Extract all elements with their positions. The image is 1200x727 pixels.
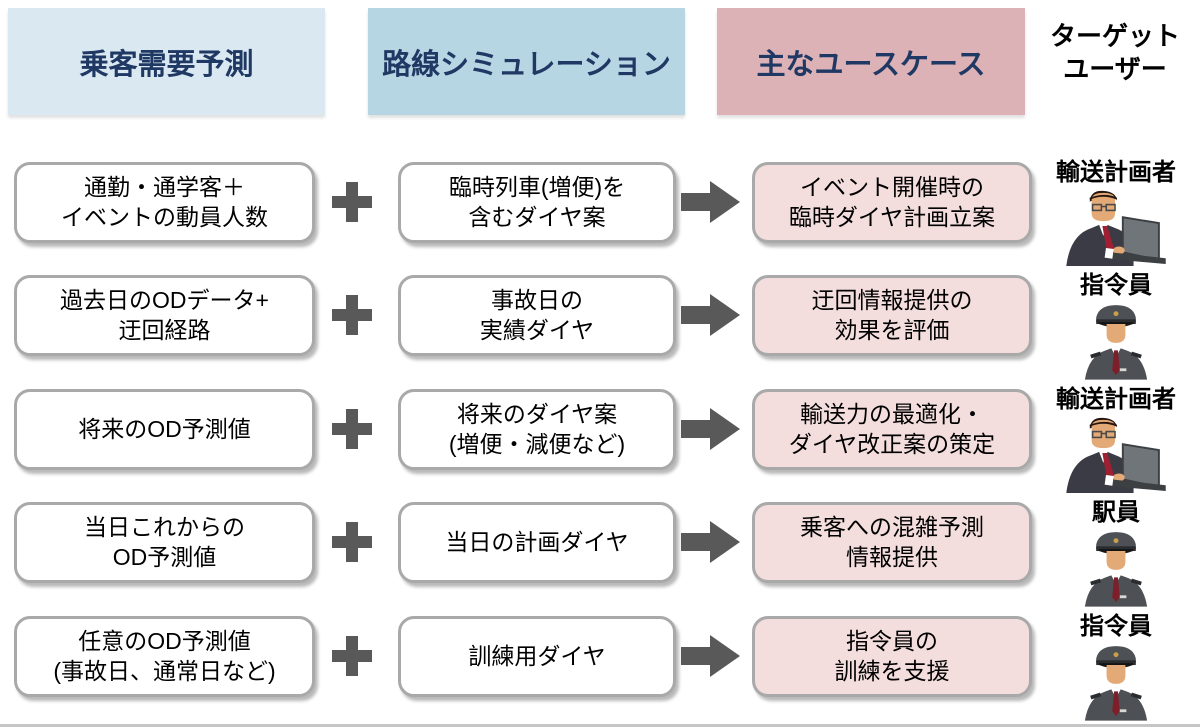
arrow-right-icon <box>681 519 740 565</box>
simulation-box: 当日の計画ダイヤ <box>398 502 676 583</box>
simulation-box: 事故日の 実績ダイヤ <box>398 275 676 356</box>
plus-icon <box>332 182 372 222</box>
demand-text: 当日これからの OD予測値 <box>84 514 245 570</box>
usecase-text: 迂回情報提供の 効果を評価 <box>811 287 973 343</box>
target-user-label: 輸送計画者 <box>1056 386 1176 413</box>
target-user-cell: 輸送計画者 <box>1032 159 1200 271</box>
usecase-box: 乗客への混雑予測 情報提供 <box>752 502 1032 583</box>
transport-planner-icon <box>1060 188 1172 266</box>
target-user-cell: 駅員 <box>1032 499 1200 613</box>
plus-icon <box>332 522 372 562</box>
simulation-text: 訓練用ダイヤ <box>468 642 606 669</box>
target-user-label: 駅員 <box>1092 499 1140 526</box>
target-user-cell: 指令員 <box>1032 272 1200 386</box>
header-target-user: ターゲット ユーザー <box>1049 21 1180 84</box>
target-user-cell: 輸送計画者 <box>1032 386 1200 498</box>
usecase-box: 迂回情報提供の 効果を評価 <box>752 275 1032 356</box>
simulation-box: 臨時列車(増便)を 含むダイヤ案 <box>398 162 676 243</box>
arrow-right-icon <box>681 633 740 679</box>
header-usecase: 主なユースケース <box>717 8 1025 115</box>
header-demand: 乗客需要予測 <box>8 8 325 115</box>
target-user-label: 輸送計画者 <box>1056 159 1176 186</box>
usecase-text: 指令員の 訓練を支援 <box>834 628 950 684</box>
transport-planner-icon <box>1060 415 1172 493</box>
arrow-right-icon <box>681 292 740 338</box>
simulation-box: 訓練用ダイヤ <box>398 616 676 697</box>
usecase-box: 輸送力の最適化・ ダイヤ改正案の策定 <box>752 389 1032 470</box>
dispatcher-icon <box>1083 642 1149 722</box>
flow-row-5: 任意のOD予測値 (事故日、通常日など) 訓練用ダイヤ 指令員の 訓練を支援 指… <box>0 613 1200 697</box>
flow-row-1: 通勤・通学客＋ イベントの動員人数 臨時列車(増便)を 含むダイヤ案 イベント開… <box>0 159 1200 243</box>
usecase-text: 輸送力の最適化・ ダイヤ改正案の策定 <box>788 401 996 457</box>
dispatcher-icon <box>1083 301 1149 381</box>
demand-text: 将来のOD予測値 <box>78 415 251 442</box>
demand-box: 任意のOD予測値 (事故日、通常日など) <box>14 616 315 697</box>
plus-icon <box>332 295 372 335</box>
simulation-text: 当日の計画ダイヤ <box>445 528 629 555</box>
arrow-right-icon <box>681 406 740 452</box>
demand-box: 将来のOD予測値 <box>14 389 315 470</box>
flow-row-4: 当日これからの OD予測値 当日の計画ダイヤ 乗客への混雑予測 情報提供 駅員 <box>0 499 1200 583</box>
header-simulation: 路線シミュレーション <box>368 8 685 115</box>
bottom-divider <box>0 724 1200 727</box>
demand-box: 通勤・通学客＋ イベントの動員人数 <box>14 162 315 243</box>
simulation-text: 臨時列車(増便)を 含むダイヤ案 <box>448 174 626 230</box>
target-user-cell: 指令員 <box>1032 613 1200 727</box>
plus-icon <box>332 636 372 676</box>
arrow-right-icon <box>681 179 740 225</box>
usecase-text: 乗客への混雑予測 情報提供 <box>800 514 984 570</box>
usecase-text: イベント開催時の 臨時ダイヤ計画立案 <box>788 174 996 230</box>
flow-row-2: 過去日のODデータ+ 迂回経路 事故日の 実績ダイヤ 迂回情報提供の 効果を評価… <box>0 272 1200 356</box>
demand-text: 通勤・通学客＋ イベントの動員人数 <box>61 174 268 230</box>
usecase-box: イベント開催時の 臨時ダイヤ計画立案 <box>752 162 1032 243</box>
demand-text: 過去日のODデータ+ 迂回経路 <box>60 287 269 343</box>
demand-box: 過去日のODデータ+ 迂回経路 <box>14 275 315 356</box>
flow-row-3: 将来のOD予測値 将来のダイヤ案 (増便・減便など) 輸送力の最適化・ ダイヤ改… <box>0 386 1200 470</box>
demand-text: 任意のOD予測値 (事故日、通常日など) <box>53 628 276 684</box>
usecase-box: 指令員の 訓練を支援 <box>752 616 1032 697</box>
demand-box: 当日これからの OD予測値 <box>14 502 315 583</box>
plus-icon <box>332 409 372 449</box>
simulation-text: 将来のダイヤ案 (増便・減便など) <box>448 401 626 457</box>
target-user-label: 指令員 <box>1080 613 1152 640</box>
station-staff-icon <box>1083 528 1149 608</box>
simulation-box: 将来のダイヤ案 (増便・減便など) <box>398 389 676 470</box>
simulation-text: 事故日の 実績ダイヤ <box>479 287 595 343</box>
target-user-label: 指令員 <box>1080 272 1152 299</box>
